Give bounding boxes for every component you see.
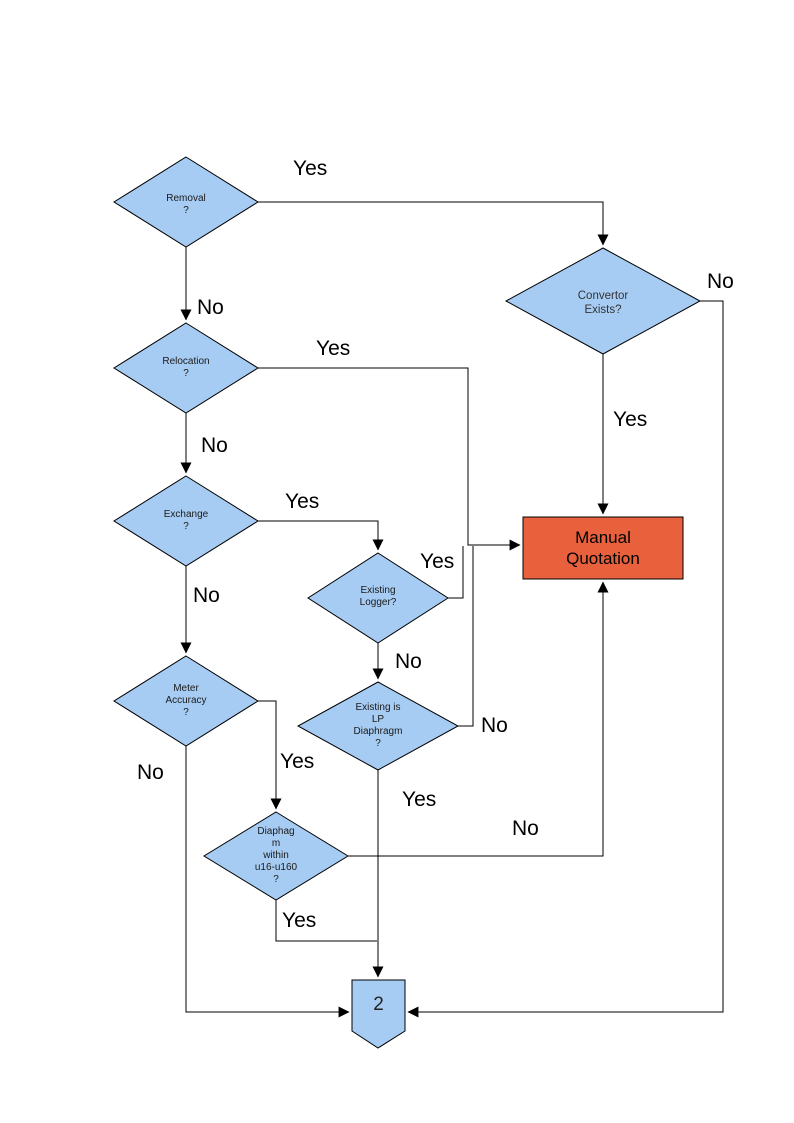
edge-removal-yes xyxy=(258,201,609,246)
diaphragm-within-range-label: Diaphag m within u16-u160 ? xyxy=(254,826,298,885)
label-existing-logger-no: No xyxy=(395,650,422,673)
label-removal-yes: Yes xyxy=(293,157,328,180)
edge-exchange-yes xyxy=(258,520,384,551)
label-exchange-no: No xyxy=(193,584,220,607)
label-removal-no: No xyxy=(197,296,224,319)
exchange-label: Exchange ? xyxy=(163,509,209,532)
existing-logger-label: Existing Logger? xyxy=(359,585,397,608)
edge-convertor-no xyxy=(407,300,724,1018)
convertor-exists-label: Convertor Exists? xyxy=(577,290,629,316)
connector-2-label: 2 xyxy=(373,994,384,1015)
existing-lp-diaphragm-diamond xyxy=(296,681,460,771)
label-diaphragm-within-no: No xyxy=(512,817,539,840)
edge-existing-logger-yes xyxy=(448,546,464,599)
manual-quotation-box xyxy=(522,516,684,580)
removal-label: Removal ? xyxy=(166,193,206,216)
offpage-connector-2 xyxy=(351,979,406,1049)
edge-diaphragm-within-no xyxy=(348,581,609,857)
convertor-exists-diamond xyxy=(504,247,702,355)
label-lp-diaphragm-yes: Yes xyxy=(402,788,437,811)
label-relocation-yes: Yes xyxy=(316,337,351,360)
edge-diaphragm-within-yes xyxy=(275,900,377,942)
label-exchange-yes: Yes xyxy=(285,490,320,513)
meter-accuracy-diamond xyxy=(113,655,259,747)
label-relocation-no: No xyxy=(201,434,228,457)
diaphragm-within-range-diamond xyxy=(203,811,349,901)
label-existing-logger-yes: Yes xyxy=(420,550,455,573)
removal-diamond xyxy=(113,156,259,248)
manual-quotation-label: Manual Quotation xyxy=(566,528,640,568)
label-convertor-yes: Yes xyxy=(613,408,648,431)
edge-lp-diaphragm-no xyxy=(458,546,474,727)
label-meter-accuracy-no: No xyxy=(137,761,164,784)
relocation-label: Relocation ? xyxy=(162,356,210,379)
label-lp-diaphragm-no: No xyxy=(481,714,508,737)
existing-lp-diaphragm-label: Existing is LP Diaphragm ? xyxy=(353,702,403,749)
edge-meter-accuracy-no xyxy=(185,746,350,1018)
edge-meter-accuracy-yes xyxy=(258,700,282,810)
label-meter-accuracy-yes: Yes xyxy=(280,750,315,773)
meter-accuracy-label: Meter Accuracy ? xyxy=(165,683,207,718)
edge-relocation-yes xyxy=(258,367,521,551)
existing-logger-diamond xyxy=(307,552,449,644)
relocation-diamond xyxy=(113,322,259,414)
label-convertor-no: No xyxy=(707,270,734,293)
label-diaphragm-within-yes: Yes xyxy=(282,909,317,932)
exchange-diamond xyxy=(113,475,259,567)
